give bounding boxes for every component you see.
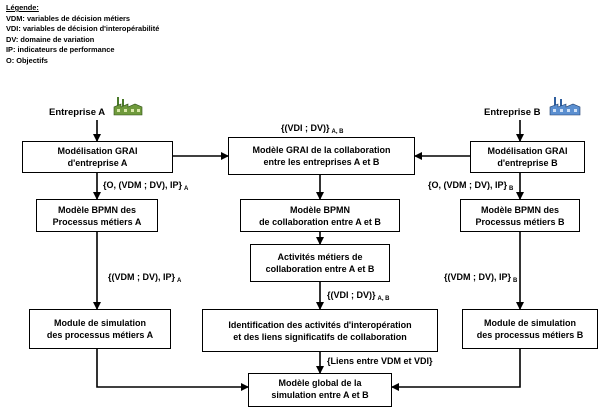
legend: Légende: VDM: variables de décision méti… (6, 3, 159, 66)
arrow-simB-global (391, 349, 521, 391)
legend-item: VDI: variables de décision d'interopérab… (6, 24, 160, 33)
identification-box: Identification des activités d'interopér… (202, 309, 438, 352)
label-liens-text: {Liens entre VDM et VDI} (327, 356, 433, 366)
sim-b-line1: Module de simulation (483, 318, 576, 328)
entreprise-b-label: Entreprise B (484, 107, 541, 118)
activites-line2: collaboration entre A et B (265, 264, 375, 274)
global-line1: Modèle global de la (278, 378, 362, 388)
grai-ab-line2: entre les entreprises A et B (263, 157, 380, 167)
label-vdm-ip-a-sub: A (177, 278, 182, 284)
bpmn-a-line2: Processus métiers A (52, 216, 142, 227)
label-vdi-dv-top: {(VDI ; DV)}A, B (281, 123, 344, 138)
factory-icon (549, 97, 581, 116)
sim-a-line1: Module de simulation (53, 318, 146, 328)
legend-item: O: Objectifs (6, 55, 48, 65)
label-vdi-dv-top-sub: A, B (331, 129, 344, 135)
arrow-simA-global (96, 349, 249, 391)
grai-a-box: Modélisation GRAI d'entreprise A (22, 141, 173, 173)
label-vdi-dv-top-text: {(VDI ; DV)} (281, 123, 330, 133)
bpmn-b-line1: Modèle BPMN des (480, 204, 559, 215)
label-vdm-ip-a-text: {(VDM ; DV), IP} (108, 272, 176, 282)
bpmn-ab-line1: Modèle BPMN (289, 204, 350, 215)
entreprise-a-label: Entreprise A (49, 107, 106, 118)
sim-a-box: Module de simulation des processus métier… (29, 309, 171, 349)
label-vdi-dv-mid: {(VDI ; DV)}A, B (327, 290, 390, 305)
label-vdm-ip-b-sub: B (513, 278, 518, 284)
legend-item: IP: indicateurs de performance (6, 45, 115, 54)
bpmn-ab-line2: de collaboration entre A et B (259, 216, 381, 227)
label-o-vdm-a-sub: A (184, 186, 189, 192)
label-o-vdm-b-text: {O, (VDM ; DV), IP} (428, 180, 508, 190)
identification-line2: et des liens significatifs de collaborat… (233, 331, 407, 342)
label-vdi-dv-mid-sub: A, B (377, 296, 390, 302)
sim-b-box: Module de simulation des processus métier… (462, 309, 598, 349)
legend-title: Légende: (6, 3, 39, 12)
global-line2: simulation entre A et B (271, 390, 369, 400)
global-box: Modèle global de la simulation entre A et… (248, 373, 392, 407)
grai-a-line2: d'entreprise A (67, 158, 128, 168)
label-o-vdm-b-sub: B (509, 186, 514, 192)
factory-icon (113, 97, 143, 116)
label-vdm-ip-b-text: {(VDM ; DV), IP} (444, 272, 512, 282)
grai-ab-box: Modèle GRAI de la collaboration entre les… (228, 137, 415, 175)
sim-a-line2: des processus métiers A (46, 330, 154, 340)
grai-a-line1: Modélisation GRAI (57, 146, 138, 156)
bpmn-a-line1: Modèle BPMN des (57, 204, 136, 215)
label-o-vdm-a-text: {O, (VDM ; DV), IP} (103, 180, 183, 190)
label-vdm-ip-b: {(VDM ; DV), IP}B (444, 272, 517, 287)
legend-item: DV: domaine de variation (6, 34, 95, 44)
activites-box: Activités métiers de collaboration entre … (250, 244, 390, 282)
label-liens: {Liens entre VDM et VDI} (327, 356, 433, 367)
label-o-vdm-b: {O, (VDM ; DV), IP}B (428, 180, 513, 195)
grai-b-line2: d'entreprise B (497, 158, 558, 168)
label-vdi-dv-mid-text: {(VDI ; DV)} (327, 290, 376, 300)
sim-b-line2: des processus métiers B (476, 330, 584, 340)
legend-item: VDM: variables de décision métiers (6, 13, 131, 23)
label-o-vdm-a: {O, (VDM ; DV), IP}A (103, 180, 188, 195)
grai-ab-line1: Modèle GRAI de la collaboration (252, 145, 391, 155)
grai-b-box: Modélisation GRAI d'entreprise B (470, 141, 585, 173)
identification-line1: Identification des activités d'interopér… (228, 319, 412, 330)
label-vdm-ip-a: {(VDM ; DV), IP}A (108, 272, 181, 287)
grai-b-line1: Modélisation GRAI (487, 146, 568, 156)
activites-line1: Activités métiers de (277, 252, 363, 262)
bpmn-b-line2: Processus métiers B (475, 216, 565, 227)
